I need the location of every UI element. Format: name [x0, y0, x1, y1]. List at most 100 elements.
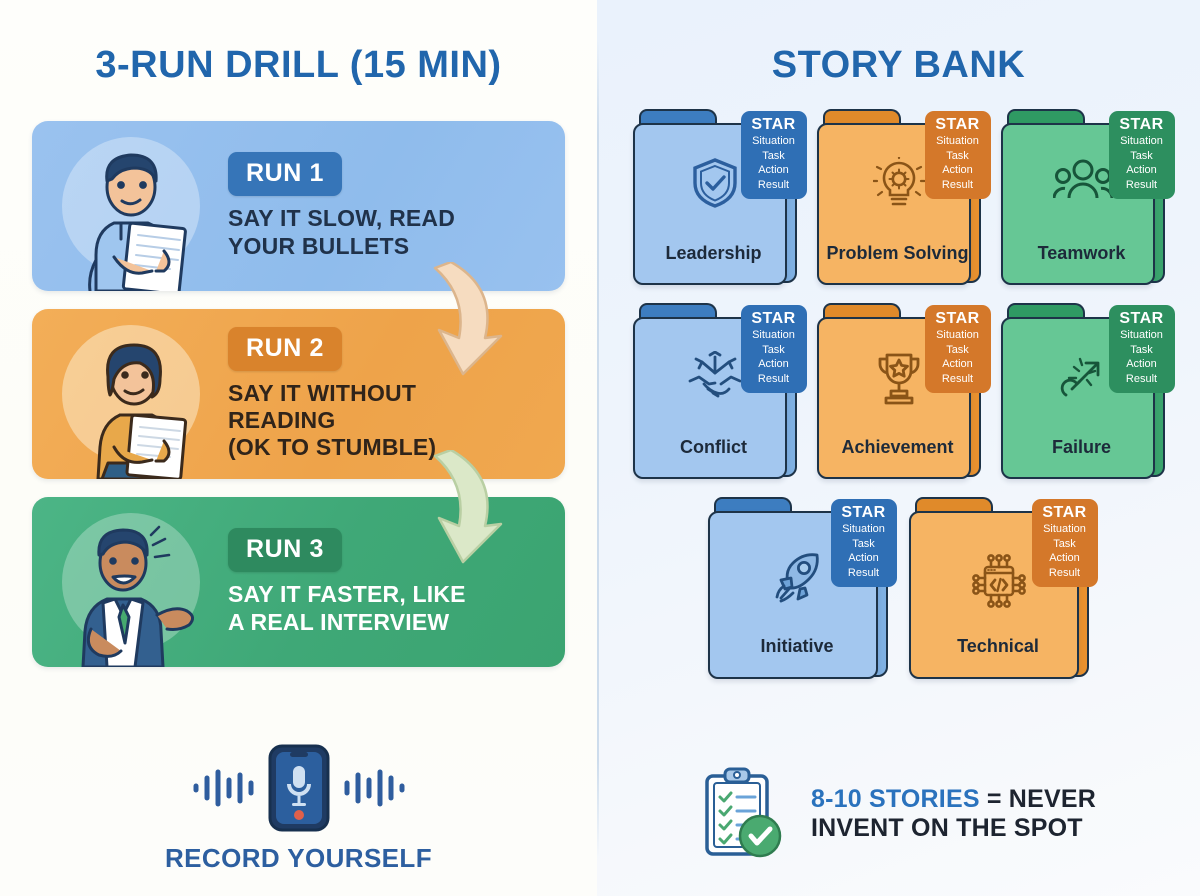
- star-line-action: Action: [1049, 552, 1080, 565]
- folder-row-2: STAR Situation Task Action Result: [631, 303, 1175, 481]
- star-badge: STAR Situation Task Action Result: [1108, 305, 1175, 394]
- star-badge-title: STAR: [1119, 310, 1164, 327]
- folder-icon-slot: [706, 551, 891, 609]
- folder-label: Achievement: [841, 436, 954, 457]
- star-badge: STAR Situation Task Action Result: [740, 305, 807, 394]
- footer-highlight: 8-10 STORIES: [811, 785, 980, 813]
- star-line-task: Task: [762, 343, 785, 356]
- star-badge: STAR Situation Task Action Result: [830, 499, 897, 588]
- folder-label: Conflict: [680, 436, 747, 457]
- run-1-badge: RUN 1: [228, 152, 343, 197]
- star-badge-title: STAR: [751, 116, 796, 133]
- run-3-text: RUN 3 SAY IT FASTER, LIKE A REAL INTERVI…: [222, 528, 484, 635]
- folder-failure[interactable]: STAR Situation Task Action Result: [999, 303, 1175, 481]
- run-2-line-2: READING: [228, 406, 336, 433]
- folder-label: Failure: [1051, 436, 1112, 457]
- footer-line-1: 8-10 STORIES = NEVER: [811, 785, 1096, 814]
- star-badge: STAR Situation Task Action Result: [1108, 111, 1175, 200]
- folder-problem-solving[interactable]: STAR Situation Task Action Result: [815, 109, 991, 287]
- run-card-1: RUN 1 SAY IT SLOW, READ YOUR BULLETS: [32, 121, 565, 291]
- folder-technical[interactable]: STAR Situation Task Action Result: [907, 497, 1098, 682]
- run-1-illustration: [32, 121, 222, 291]
- run-1-text: RUN 1 SAY IT SLOW, READ YOUR BULLETS: [222, 152, 473, 259]
- story-bank-footer: 8-10 STORIES = NEVER INVENT ON THE SPOT: [597, 766, 1200, 862]
- folder-leadership[interactable]: STAR Situation Task Action Result Lead: [631, 109, 807, 287]
- story-bank-folder-grid: STAR Situation Task Action Result Lead: [597, 109, 1200, 682]
- star-line-result: Result: [941, 372, 974, 385]
- star-line-situation: Situation: [1120, 135, 1163, 148]
- page-title-right: STORY BANK: [771, 44, 1026, 86]
- star-badge-title: STAR: [751, 310, 796, 327]
- star-line-action: Action: [758, 358, 789, 371]
- folder-icon-slot: [815, 157, 983, 211]
- phone-voice-recorder-icon: [268, 744, 329, 832]
- star-badge: STAR Situation Task Action Result: [924, 111, 991, 200]
- star-badge-title: STAR: [1119, 116, 1164, 133]
- star-badge-title: STAR: [935, 116, 980, 133]
- star-line-result: Result: [757, 178, 790, 191]
- star-line-task: Task: [1130, 149, 1153, 162]
- star-badge: STAR Situation Task Action Result: [924, 305, 991, 394]
- microchip-code-icon: [972, 554, 1026, 608]
- folder-icon-slot: [999, 351, 1167, 405]
- folder-initiative[interactable]: STAR Situation Task Action Result: [706, 497, 897, 682]
- folder-icon-slot: [815, 351, 983, 407]
- bounce-arrow-icon: [1060, 357, 1099, 397]
- run-card-2: RUN 2 SAY IT WITHOUT READING (OK TO STUM…: [32, 309, 565, 479]
- run-2-text: RUN 2 SAY IT WITHOUT READING (OK TO STUM…: [222, 326, 454, 461]
- star-line-situation: Situation: [1043, 523, 1086, 536]
- folder-icon-slot: [631, 351, 799, 401]
- folder-teamwork[interactable]: STAR Situation Task Action Result: [999, 109, 1175, 287]
- sound-wave-right-icon: [344, 769, 404, 807]
- run-3-line-1: SAY IT FASTER, LIKE: [228, 581, 466, 608]
- star-line-result: Result: [757, 372, 790, 385]
- run-2-badge: RUN 2: [228, 326, 343, 371]
- star-line-result: Result: [941, 178, 974, 191]
- lightbulb-gear-icon: [872, 157, 925, 206]
- star-line-task: Task: [946, 343, 969, 356]
- folder-conflict[interactable]: STAR Situation Task Action Result: [631, 303, 807, 481]
- clipboard-checklist-icon: [705, 767, 782, 858]
- folder-label: Problem Solving: [826, 242, 969, 263]
- shield-check-icon: [692, 158, 737, 208]
- folder-label: Teamwork: [1037, 242, 1126, 263]
- footer-line-2: INVENT ON THE SPOT: [811, 814, 1083, 842]
- folder-row-3: STAR Situation Task Action Result: [706, 497, 1098, 682]
- star-badge-title: STAR: [841, 504, 886, 521]
- run-card-3: RUN 3 SAY IT FASTER, LIKE A REAL INTERVI…: [32, 497, 565, 667]
- star-line-result: Result: [1125, 178, 1158, 191]
- star-badge-title: STAR: [1042, 504, 1087, 521]
- run-3-badge: RUN 3: [228, 528, 343, 573]
- star-line-action: Action: [1126, 164, 1157, 177]
- star-line-situation: Situation: [752, 135, 795, 148]
- star-line-situation: Situation: [936, 135, 979, 148]
- star-badge-title: STAR: [935, 310, 980, 327]
- star-line-situation: Situation: [752, 329, 795, 342]
- record-yourself-block: RECORD YOURSELF: [0, 744, 597, 874]
- folder-label: Technical: [957, 635, 1039, 656]
- man-reading-notes-icon: [88, 153, 187, 291]
- footer-text-block: 8-10 STORIES = NEVER INVENT ON THE SPOT: [811, 785, 1096, 843]
- star-line-task: Task: [1053, 537, 1076, 550]
- run-2-illustration: [32, 309, 222, 479]
- trophy-star-icon: [878, 353, 919, 405]
- star-line-result: Result: [1125, 372, 1158, 385]
- star-line-situation: Situation: [1120, 329, 1163, 342]
- star-line-situation: Situation: [842, 523, 885, 536]
- right-panel-story-bank: STORY BANK STAR Situation Task Action Re…: [597, 0, 1200, 896]
- star-badge: STAR Situation Task Action Result: [1031, 499, 1098, 588]
- rocket-icon: [775, 553, 819, 603]
- folder-label: Initiative: [760, 635, 834, 656]
- handshake-arrows-icon: [688, 351, 741, 398]
- run-3-line-2: A REAL INTERVIEW: [228, 608, 450, 635]
- star-line-action: Action: [942, 164, 973, 177]
- star-line-action: Action: [758, 164, 789, 177]
- run-2-line-3: (OK TO STUMBLE): [228, 434, 437, 461]
- folder-icon-slot: [631, 157, 799, 209]
- run-3-illustration: [32, 497, 222, 667]
- people-group-icon: [1052, 159, 1113, 199]
- left-panel-3-run-drill: 3-RUN DRILL (15 MIN): [0, 0, 597, 896]
- record-icon-group: [0, 744, 597, 832]
- folder-achievement[interactable]: STAR Situation Task Action Result: [815, 303, 991, 481]
- panel-divider: [597, 38, 599, 858]
